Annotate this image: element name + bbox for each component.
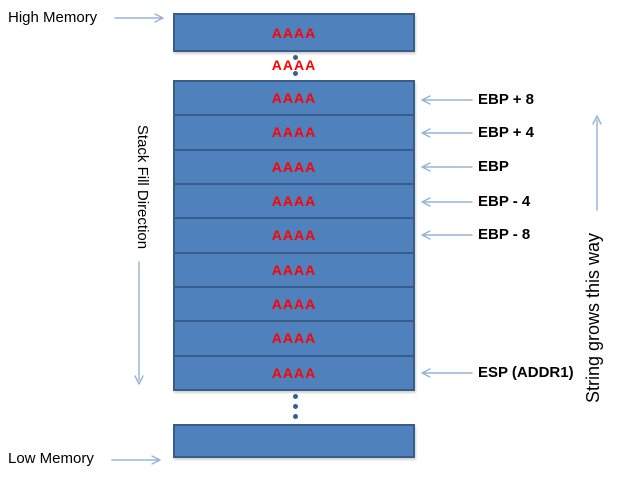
- pointer-label-esp-addr1: ESP (ADDR1): [478, 364, 574, 381]
- ellipsis-dot: [293, 404, 298, 409]
- memory-cell-value: AAAA: [271, 330, 317, 347]
- stack-row: AAAA: [175, 288, 413, 323]
- memory-cell-value: AAAA: [271, 24, 317, 41]
- stack-frame-box: AAAA AAAA AAAA AAAA AAAA AAAA AAAA AAAA …: [173, 80, 415, 391]
- stack-row: AAAA: [175, 254, 413, 288]
- bottom-memory-box: [173, 424, 415, 458]
- memory-cell-value: AAAA: [271, 158, 317, 175]
- high-memory-label: High Memory: [8, 9, 98, 26]
- stack-row: AAAA: [175, 357, 413, 389]
- arrow-left-icon: [421, 128, 473, 138]
- ellipsis-dot: [293, 394, 298, 399]
- pointer-label-ebp-plus-8: EBP + 8: [478, 91, 535, 108]
- pointer-label-ebp-plus-4: EBP + 4: [478, 124, 535, 141]
- ellipsis-dot: [293, 71, 298, 76]
- arrow-up-icon: [592, 115, 602, 211]
- stack-row: AAAA: [175, 219, 413, 254]
- low-memory-label: Low Memory: [8, 450, 94, 467]
- arrow-left-icon: [421, 197, 473, 207]
- stack-fill-direction-label: Stack Fill Direction: [134, 124, 151, 250]
- memory-cell-value: AAAA: [271, 364, 317, 381]
- pointer-label-ebp-minus-4: EBP - 4: [478, 193, 531, 210]
- stack-row: AAAA: [175, 82, 413, 117]
- gap-overflow-value: AAAA: [173, 56, 415, 74]
- pointer-label-ebp-minus-8: EBP - 8: [478, 226, 531, 243]
- memory-cell-value: AAAA: [271, 124, 317, 141]
- ellipsis-dot: [293, 55, 298, 60]
- stack-row: AAAA: [175, 151, 413, 185]
- arrow-left-icon: [421, 162, 473, 172]
- ellipsis-dot: [293, 414, 298, 419]
- stack-row: AAAA: [175, 322, 413, 357]
- string-grows-label: String grows this way: [583, 232, 603, 404]
- top-memory-box: AAAA: [173, 13, 415, 52]
- memory-cell-value: AAAA: [271, 193, 317, 210]
- arrow-left-icon: [421, 95, 473, 105]
- arrow-down-icon: [134, 261, 144, 385]
- stack-row: AAAA: [175, 116, 413, 151]
- pointer-label-ebp: EBP: [478, 158, 509, 175]
- memory-cell-value: AAAA: [271, 90, 317, 107]
- arrow-right-icon: [111, 455, 161, 465]
- arrow-left-icon: [421, 368, 473, 378]
- memory-cell-value: AAAA: [271, 57, 317, 73]
- memory-cell-value: AAAA: [271, 296, 317, 313]
- memory-cell-value: AAAA: [271, 261, 317, 278]
- memory-cell-value: AAAA: [271, 227, 317, 244]
- arrow-left-icon: [421, 230, 473, 240]
- arrow-right-icon: [114, 13, 164, 23]
- stack-row: AAAA: [175, 185, 413, 220]
